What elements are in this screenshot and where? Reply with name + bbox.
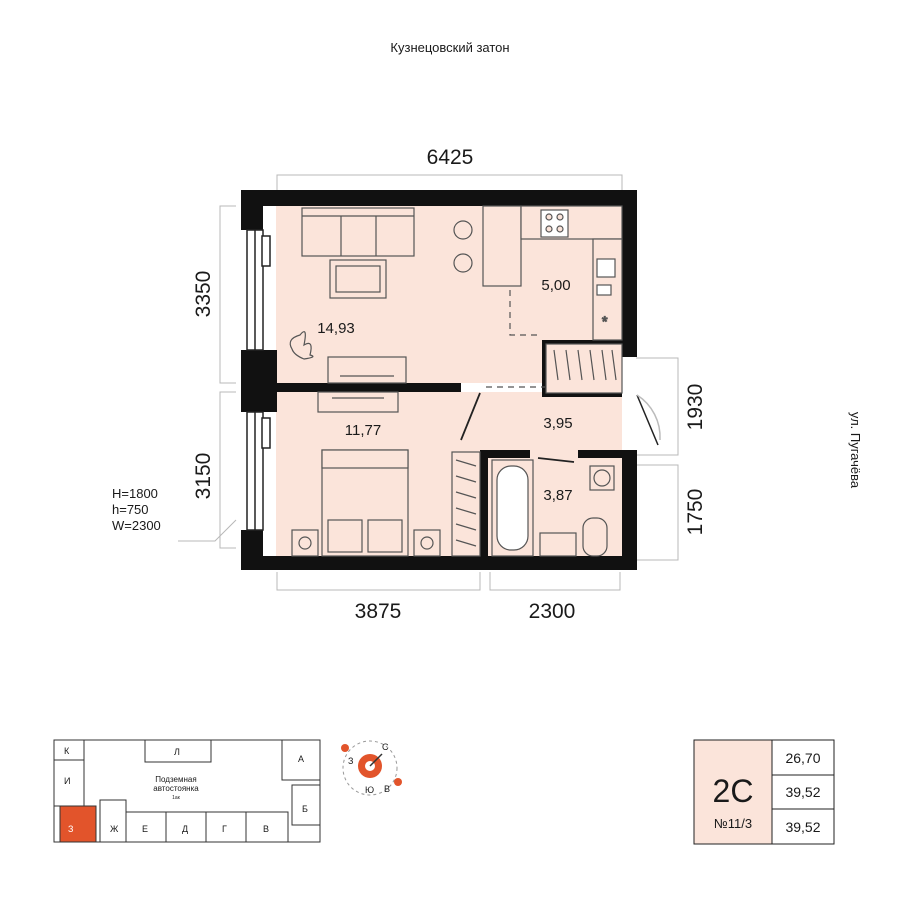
- sofa-icon: [301, 207, 415, 257]
- svg-text:Г: Г: [222, 824, 227, 834]
- svg-text:Л: Л: [174, 747, 180, 757]
- cooktop-icon: [540, 209, 569, 238]
- dim-bottom-left: 3875: [355, 600, 402, 623]
- dim-left-upper: 3350: [192, 271, 215, 318]
- window-spec: H=1800 h=750 W=2300: [112, 486, 161, 533]
- svg-text:Б: Б: [302, 804, 308, 814]
- site-plan: [53, 739, 321, 843]
- area-living: 26,70: [785, 750, 820, 766]
- svg-text:*: *: [602, 313, 608, 329]
- window-sill: h=750: [112, 502, 149, 517]
- svg-text:В: В: [384, 784, 390, 794]
- highlight-section: [59, 805, 97, 843]
- parking-label-1: Подземная: [155, 775, 196, 784]
- tv-stand-icon: [327, 356, 407, 384]
- left-windows: [246, 229, 271, 531]
- washbasin-icon: [539, 532, 577, 557]
- site-plan-labels: К Л А И З Ж Е Д Г В Б Подземная автостоя…: [64, 746, 308, 834]
- chair-icon: [453, 253, 473, 273]
- svg-text:Ю: Ю: [365, 785, 374, 795]
- svg-text:А: А: [298, 754, 304, 764]
- dim-left-lower: 3150: [192, 453, 215, 500]
- parking-note: 1ак: [172, 795, 181, 801]
- nightstand-icon: [413, 529, 441, 557]
- chair-icon: [453, 220, 473, 240]
- furniture: *: [289, 205, 623, 557]
- window-width: W=2300: [112, 518, 161, 533]
- nightstand-icon: [291, 529, 319, 557]
- parking-label-2: автостоянка: [153, 784, 199, 793]
- dim-top: 6425: [427, 146, 474, 169]
- area-total-2: 39,52: [785, 819, 820, 835]
- svg-text:З: З: [348, 756, 353, 766]
- svg-text:Д: Д: [182, 824, 188, 834]
- kitchen-counter-icon: [520, 205, 623, 240]
- dim-right-upper: 1930: [684, 384, 707, 431]
- tv-stand-bedroom-icon: [317, 391, 399, 413]
- room-area-living: 14,93: [317, 320, 355, 337]
- compass-icon: З С Ю В: [341, 740, 402, 796]
- wardrobe-icon: [545, 343, 623, 394]
- room-area-kitchen: 5,00: [541, 277, 570, 294]
- svg-text:Ж: Ж: [110, 824, 119, 834]
- svg-text:С: С: [382, 742, 389, 752]
- apartment-number: №11/3: [714, 816, 752, 831]
- walls: [241, 190, 637, 570]
- svg-text:В: В: [263, 824, 269, 834]
- room-area-bathroom: 3,87: [543, 487, 572, 504]
- street-right-label: ул. Пугачёва: [848, 412, 863, 489]
- dim-right-lower: 1750: [684, 489, 707, 536]
- room-area-hall: 3,95: [543, 415, 572, 432]
- svg-text:Е: Е: [142, 824, 148, 834]
- room-area-bedroom: 11,77: [345, 422, 381, 439]
- bedroom-wardrobe-icon: [451, 451, 481, 557]
- dimension-lines: [178, 174, 679, 591]
- entry-door: [636, 394, 661, 446]
- svg-text:К: К: [64, 746, 70, 756]
- dim-bottom-right: 2300: [529, 600, 576, 623]
- area-total: 39,52: [785, 784, 820, 800]
- window-height: H=1800: [112, 486, 158, 501]
- svg-text:З: З: [68, 824, 73, 834]
- kitchen-table-icon: [482, 205, 522, 287]
- street-top-label: Кузнецовский затон: [390, 40, 509, 55]
- summary-box: 2С №11/3 26,70 39,52 39,52: [693, 739, 835, 845]
- plant-icon: [289, 331, 314, 360]
- toilet-icon: [582, 517, 608, 557]
- sink-icon: [596, 258, 616, 278]
- svg-text:И: И: [64, 776, 70, 786]
- apartment-type: 2С: [713, 773, 754, 809]
